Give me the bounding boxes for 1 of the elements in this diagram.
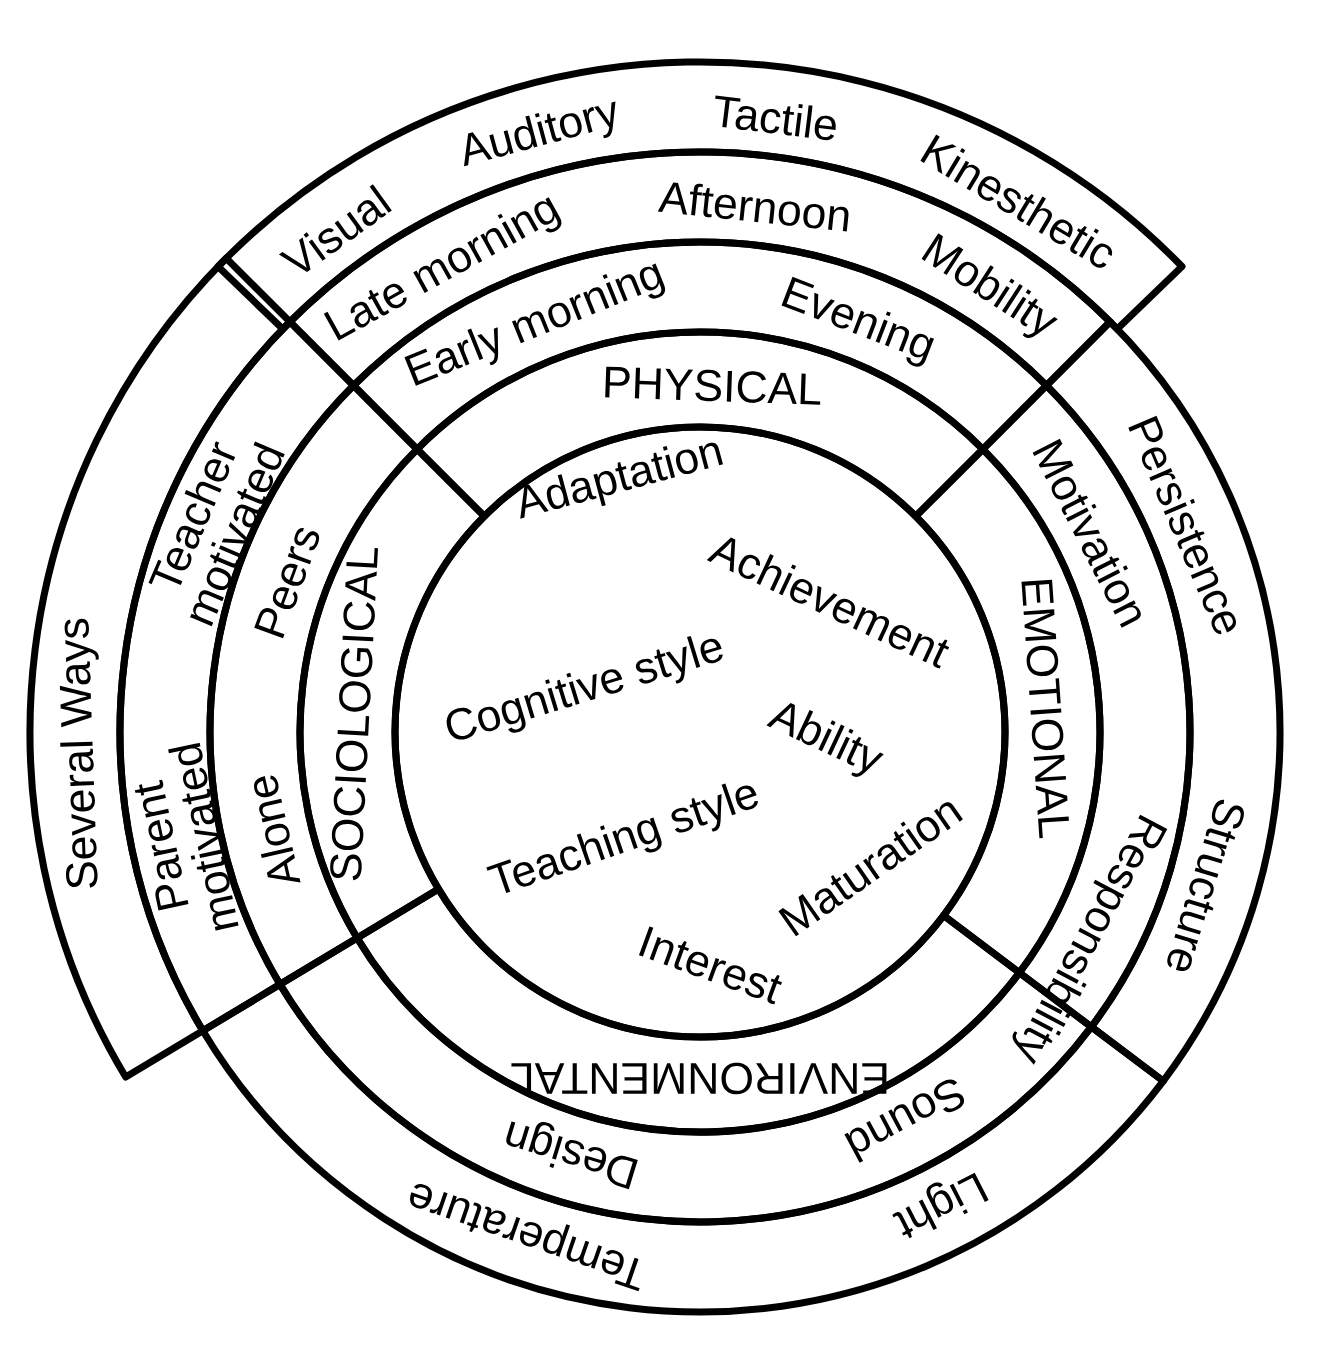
node-label: Ability xyxy=(766,702,884,777)
